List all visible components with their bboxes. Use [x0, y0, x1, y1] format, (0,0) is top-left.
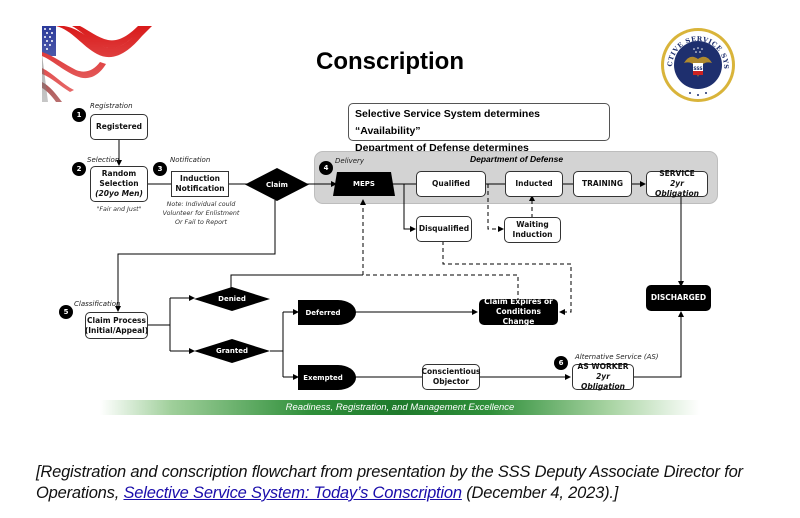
node-inducted: Inducted [505, 171, 563, 197]
node-discharged-label: DISCHARGED [650, 293, 707, 302]
node-training: TRAINING [573, 171, 632, 197]
node-disqualified: Disqualified [416, 216, 472, 242]
node-claim-label: Claim [266, 180, 288, 189]
node-waiting-induction-line2: Induction [512, 230, 553, 239]
notification-note-line1: Note: Individual could [166, 201, 236, 208]
node-inducted-label: Inducted [515, 179, 553, 188]
step-label-alternative-service: Alternative Service (AS) [575, 353, 659, 361]
step-number-1: 1 [72, 108, 86, 122]
node-meps-trapezoid [333, 172, 395, 196]
node-random-selection-line2: Selection [99, 179, 139, 188]
node-claim-expires-line1: Claim Expires or [484, 297, 553, 306]
node-denied-label: Denied [218, 295, 246, 303]
node-conscientious-objector: Conscientious Objector [421, 364, 481, 390]
node-exempted-label: Exempted [303, 373, 343, 382]
caption-prefix: [Registration and conscription flowchart… [36, 463, 743, 502]
node-training-label: TRAINING [582, 179, 623, 188]
node-co-line2: Objector [432, 377, 470, 386]
selective-service-seal-icon: SSS SELECTIVE SERVICE SYSTEM [660, 27, 735, 102]
node-qualified: Qualified [416, 171, 486, 197]
node-registered: Registered [90, 114, 148, 140]
node-random-selection: Random Selection (20yo Men) [90, 166, 148, 202]
tagline-banner [100, 400, 700, 415]
node-induction-notification-line2: Notification [175, 184, 225, 193]
node-claim-process: Claim Process (Initial/Appeal) [85, 312, 148, 339]
node-denied-diamond [194, 287, 270, 311]
connector-claim-process-to-decisions [148, 297, 193, 352]
node-registered-label: Registered [95, 122, 143, 131]
connector-granted-to-outcomes [270, 311, 297, 378]
page-title: Conscription [316, 48, 464, 75]
step-number-4: 4 [319, 161, 333, 175]
step-label-selection: Selection [87, 156, 120, 164]
node-service: SERVICE 2yr Obligation [646, 169, 708, 198]
node-random-selection-line3: (20yo Men) [95, 189, 143, 198]
node-induction-notification-line1: Induction [180, 174, 220, 183]
american-flag-image [42, 26, 168, 102]
node-exempted-shape [298, 365, 356, 390]
node-granted-label: Granted [215, 347, 248, 355]
notification-note-line3: Or Fail to Report [174, 219, 227, 226]
source-presentation-link[interactable]: Selective Service System: Today’s Conscr… [123, 484, 462, 502]
node-random-selection-line1: Random [101, 169, 137, 178]
node-disqualified-label: Disqualified [418, 224, 470, 233]
node-service-line1: SERVICE [659, 169, 695, 178]
caption-suffix: (December 4, 2023).] [461, 484, 619, 502]
node-claim-process-line2: (Initial/Appeal) [84, 325, 149, 335]
node-waiting-induction-line1: Waiting [516, 220, 549, 229]
step-number-3: 3 [153, 162, 167, 176]
selection-note: "Fair and Just" [96, 206, 142, 213]
node-co-line1: Conscientious [421, 367, 481, 376]
step-number-2: 2 [72, 162, 86, 176]
step-label-classification: Classification [74, 300, 121, 308]
node-induction-notification: Induction Notification [171, 171, 229, 197]
node-qualified-label: Qualified [432, 179, 470, 188]
tagline-text: Readiness, Registration, and Management … [285, 402, 515, 413]
notification-note: Note: Individual could Volunteer for Enl… [158, 200, 244, 227]
seal-shield-text: SSS [693, 66, 702, 72]
node-claim-expires-line2: Conditions Change [495, 307, 542, 326]
node-granted-diamond [194, 339, 270, 363]
connector-as-worker-to-discharged [634, 311, 684, 378]
step-number-5: 5 [59, 305, 73, 319]
node-claim-process-line1: Claim Process [87, 315, 146, 325]
node-as-worker-line1: AS WORKER [577, 362, 629, 371]
node-deferred-label: Deferred [305, 308, 341, 317]
node-claim-expires: Claim Expires or Conditions Change [479, 297, 558, 326]
legend-line-sss: Selective Service System determines “Ava… [355, 108, 541, 137]
step-label-registration: Registration [90, 102, 133, 110]
step-number-6: 6 [554, 356, 568, 370]
step-label-notification: Notification [170, 156, 211, 164]
notification-note-line2: Volunteer for Enlistment [162, 210, 240, 217]
node-as-worker: AS WORKER 2yr Obligation [572, 362, 634, 391]
step-label-delivery: Delivery [335, 157, 365, 165]
node-as-worker-line2: 2yr Obligation [581, 372, 625, 391]
node-service-line2: 2yr Obligation [655, 179, 699, 198]
dod-panel-label: Department of Defense [470, 154, 564, 164]
determination-legend: Selective Service System determines “Ava… [348, 103, 610, 171]
node-meps-label: MEPS [353, 180, 375, 188]
node-claim-diamond [245, 168, 309, 201]
node-deferred-shape [298, 300, 356, 325]
node-discharged: DISCHARGED [646, 285, 711, 311]
node-waiting-induction: Waiting Induction [504, 217, 561, 243]
source-caption: [Registration and conscription flowchart… [36, 462, 776, 504]
